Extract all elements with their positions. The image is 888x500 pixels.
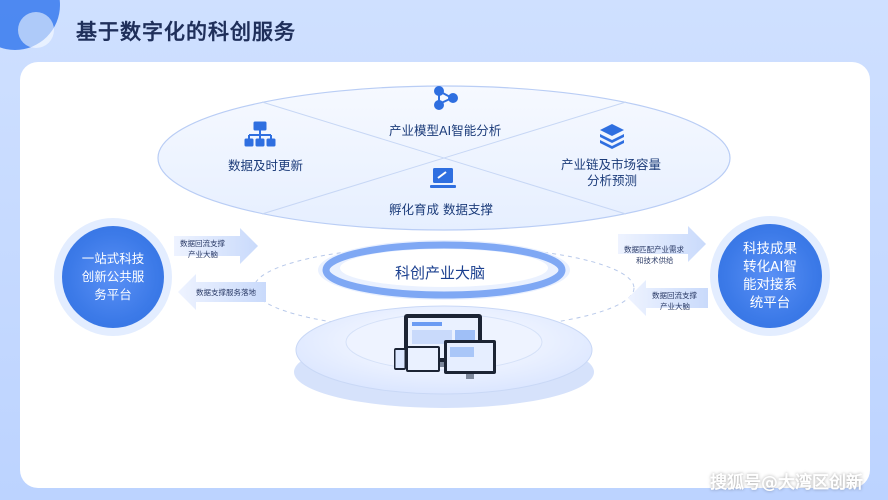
label-ai-analysis: 产业模型AI智能分析 xyxy=(389,123,502,138)
ai-matching-platform: 科技成果 转化AI智 能对接系 统平台 xyxy=(718,224,822,328)
right-platform-line4: 统平台 xyxy=(749,295,791,311)
brain-label: 科创产业大脑 xyxy=(395,264,486,282)
arrow-label-right-top: 数据匹配产业需求 和技术供给 xyxy=(624,244,684,266)
arrow-label-right-bottom-line2: 产业大脑 xyxy=(660,302,690,311)
arrow-label-right-top-line1: 数据匹配产业需求 xyxy=(624,245,684,254)
arrow-right-to-brain xyxy=(628,280,708,316)
hierarchy-icon xyxy=(244,121,276,147)
right-platform-line2: 转化AI智 xyxy=(743,259,797,275)
arrow-brain-to-left xyxy=(178,274,266,310)
public-service-platform: 一站式科技 创新公共服 务平台 xyxy=(62,226,164,328)
arrow-label-left-top: 数据回流支撑 产业大脑 xyxy=(180,238,225,260)
left-platform-line2: 创新公共服 xyxy=(81,269,145,284)
arrow-label-right-bottom: 数据回流支撑 产业大脑 xyxy=(652,290,697,312)
arrow-label-right-bottom-line1: 数据回流支撑 xyxy=(652,291,697,300)
label-data-update: 数据及时更新 xyxy=(228,158,304,173)
left-platform-line1: 一站式科技 xyxy=(81,251,145,266)
label-industry-chain: 产业链及市场容量 xyxy=(561,157,662,172)
phone-device xyxy=(394,348,406,370)
right-platform-line3: 能对接系 xyxy=(743,277,797,293)
brain-ring xyxy=(318,240,570,300)
network-icon xyxy=(434,86,458,110)
monitor-icon xyxy=(430,168,456,188)
arrow-label-left-top-line2: 产业大脑 xyxy=(188,250,218,259)
monitor-device xyxy=(444,340,496,379)
arrow-label-left-top-line1: 数据回流支撑 xyxy=(180,239,225,248)
decorative-circle-small xyxy=(18,12,54,48)
arrow-brain-to-right xyxy=(618,226,706,262)
tablet-device xyxy=(406,346,440,372)
page-title: 基于数字化的科创服务 xyxy=(76,20,296,44)
label-forecast: 分析预测 xyxy=(587,173,638,188)
arrow-label-left-bottom: 数据支撑服务落地 xyxy=(196,288,256,297)
layers-icon xyxy=(600,124,624,149)
arrow-left-to-brain xyxy=(174,228,258,264)
right-platform-line1: 科技成果 xyxy=(743,241,797,257)
label-incubation: 孵化育成 数据支撑 xyxy=(389,202,493,217)
watermark: 搜狐号@大湾区创新 xyxy=(710,473,863,493)
capabilities-ellipse xyxy=(157,85,731,231)
arrow-label-right-top-line2: 和技术供给 xyxy=(636,256,674,265)
left-platform-line3: 务平台 xyxy=(94,287,132,302)
